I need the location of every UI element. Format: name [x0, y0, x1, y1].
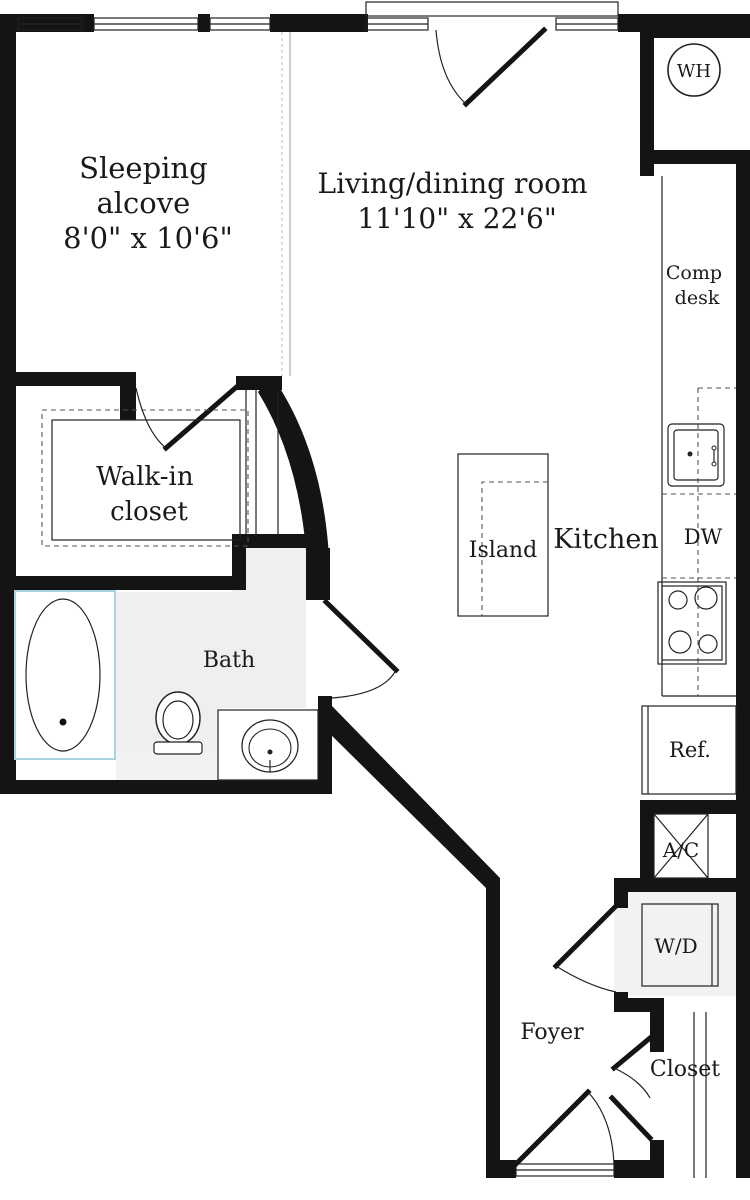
island — [457, 453, 549, 617]
range — [657, 581, 727, 665]
ac-unit — [653, 813, 709, 879]
bathtub — [14, 590, 116, 760]
kitchen-label: Kitchen — [553, 524, 659, 555]
comp-desk-label: Comp desk — [666, 262, 728, 309]
walls — [0, 14, 750, 1178]
refrigerator — [641, 705, 737, 795]
doors — [135, 26, 654, 1168]
partitions — [41, 32, 736, 1178]
sleeping-alcove-label: Sleeping alcove 8'0" x 10'6" — [63, 151, 233, 255]
bath-floor — [116, 548, 736, 996]
washer-dryer — [641, 903, 719, 987]
water-heater-label: WH — [677, 61, 711, 82]
kitchen-sink — [667, 423, 725, 487]
washer-dryer-label: W/D — [654, 934, 697, 958]
water-heater — [667, 43, 721, 97]
refrigerator-label: Ref. — [669, 738, 711, 762]
island-label: Island — [469, 538, 537, 563]
closet-label: Closet — [650, 1057, 720, 1082]
toilet — [153, 691, 203, 755]
bath-vanity — [217, 709, 319, 781]
foyer-label: Foyer — [520, 1020, 584, 1045]
bath-label: Bath — [203, 648, 255, 673]
walk-in-closet-label: Walk-in closet — [96, 462, 202, 527]
windows — [17, 1, 619, 1177]
ac-label: A/C — [662, 838, 699, 862]
dishwasher-label: DW — [684, 525, 723, 549]
living-dining-label: Living/dining room 11'10" x 22'6" — [318, 167, 597, 235]
